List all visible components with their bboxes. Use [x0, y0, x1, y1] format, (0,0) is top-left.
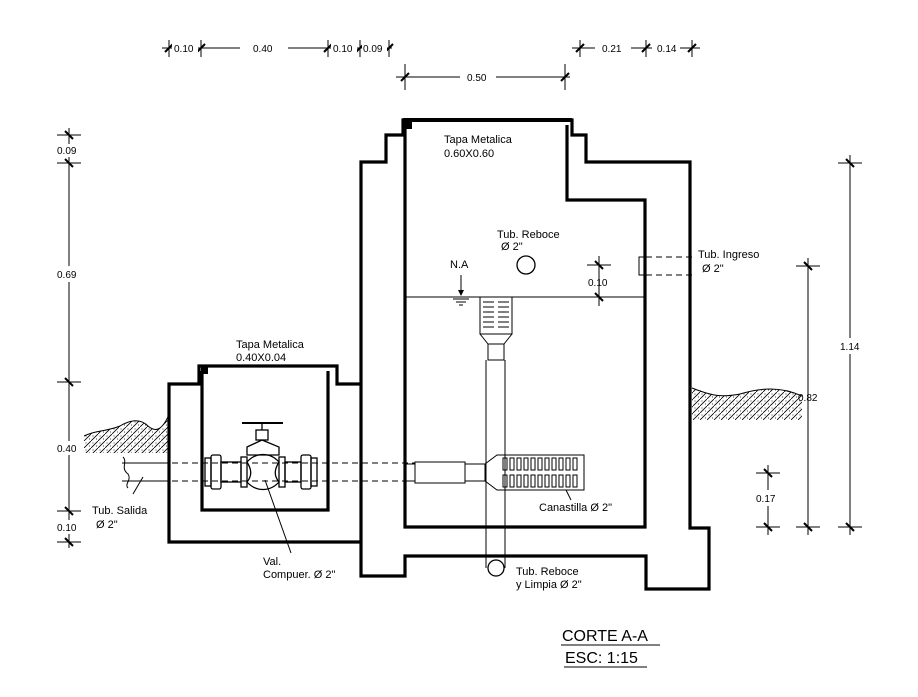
- label-inlet: Tub. Ingreso: [698, 249, 759, 261]
- strainer-slot: [523, 474, 529, 488]
- valve-box-outer: [167, 364, 361, 544]
- drawing-title: CORTE A-A: [562, 628, 648, 645]
- label-drain-dia: y Limpia Ø 2": [516, 579, 582, 591]
- strainer-slot: [544, 457, 550, 471]
- soil-hatch-left: [84, 412, 170, 453]
- label-valve: Val.: [263, 556, 281, 568]
- label-valve-type: Compuer. Ø 2": [263, 569, 335, 581]
- strainer-slot: [565, 457, 571, 471]
- strainer-slot: [551, 457, 557, 471]
- strainer-slot: [572, 457, 578, 471]
- strainer-slot: [516, 457, 522, 471]
- dim-left-3: 0.40: [57, 444, 77, 455]
- label-overflow-dia: Ø 2": [501, 241, 523, 253]
- dim-left-1: 0.09: [57, 146, 77, 157]
- tank-outer-wall: [359, 118, 711, 591]
- overflow-pipe-circle: [516, 255, 536, 275]
- strainer-slot: [558, 457, 564, 471]
- gate-valve-icon: [204, 422, 318, 491]
- strainer-slot: [530, 457, 536, 471]
- valve-box-inner: [200, 371, 330, 512]
- label-outlet-dia: Ø 2": [96, 519, 118, 531]
- strainer-slot: [572, 474, 578, 488]
- dim-top-2: 0.40: [253, 44, 273, 55]
- dim-left-2: 0.69: [57, 270, 77, 281]
- strainer-slot: [565, 474, 571, 488]
- dim-top-3: 0.10: [333, 44, 353, 55]
- strainer-slot: [537, 457, 543, 471]
- tank-inner-wall: [403, 125, 647, 529]
- label-main-cover-size: 0.60X0.60: [444, 148, 494, 160]
- drain-pipe-circle: [487, 559, 505, 577]
- strainer-slot: [516, 474, 522, 488]
- drawing-scale: ESC: 1:15: [565, 650, 638, 667]
- cover-hinge: [404, 121, 412, 129]
- dim-bottom: 0.17: [756, 494, 776, 505]
- left-dimension-column: [57, 128, 81, 548]
- dim-left-4: 0.10: [57, 523, 77, 534]
- right-dimensions: [587, 155, 862, 535]
- label-valve-cover-size: 0.40X0.04: [236, 352, 286, 364]
- leader-outlet: [132, 476, 144, 495]
- strainer-slot: [530, 474, 536, 488]
- strainer-basket-icon: [484, 454, 585, 491]
- dim-total-height: 1.14: [840, 342, 860, 353]
- inlet-pipe: [638, 256, 692, 276]
- strainer-slot: [502, 474, 508, 488]
- dim-water-height: 0.82: [798, 393, 818, 404]
- water-level-symbol-icon: [453, 275, 469, 306]
- strainer-slot: [544, 474, 550, 488]
- strainer-slot: [551, 474, 557, 488]
- overflow-funnel-slots: [483, 301, 509, 328]
- leader-valve: [264, 479, 292, 554]
- dim-top-second: 0.50: [467, 73, 487, 84]
- valve-cover-hinge: [201, 367, 208, 374]
- vertical-overflow-pipe: [479, 296, 513, 577]
- strainer-slot: [502, 457, 508, 471]
- strainer-slot: [558, 474, 564, 488]
- label-drain: Tub. Reboce: [516, 566, 579, 578]
- label-overflow: Tub. Reboce: [497, 229, 560, 241]
- dim-top-4: 0.09: [363, 44, 383, 55]
- soil-line-left: [83, 411, 171, 437]
- label-inlet-dia: Ø 2": [702, 263, 724, 275]
- label-valve-cover: Tapa Metalica: [236, 339, 305, 351]
- label-water-level: N.A: [450, 259, 469, 271]
- dim-freeboard: 0.10: [588, 278, 608, 289]
- label-strainer: Canastilla Ø 2": [539, 502, 612, 514]
- dim-top-1: 0.10: [174, 44, 194, 55]
- strainer-slot: [523, 457, 529, 471]
- soil-hatch-right: [692, 388, 802, 420]
- pipe-break: [122, 456, 130, 489]
- dim-top-6: 0.14: [657, 44, 677, 55]
- strainer-slot: [509, 474, 515, 488]
- outlet-fitting-main: [405, 461, 486, 484]
- leader-strainer: [565, 489, 572, 501]
- label-outlet: Tub. Salida: [92, 505, 148, 517]
- strainer-slot: [509, 457, 515, 471]
- label-main-cover: Tapa Metalica: [444, 134, 513, 146]
- strainer-slot: [537, 474, 543, 488]
- dim-top-5: 0.21: [602, 44, 622, 55]
- soil-line-right: [691, 387, 803, 397]
